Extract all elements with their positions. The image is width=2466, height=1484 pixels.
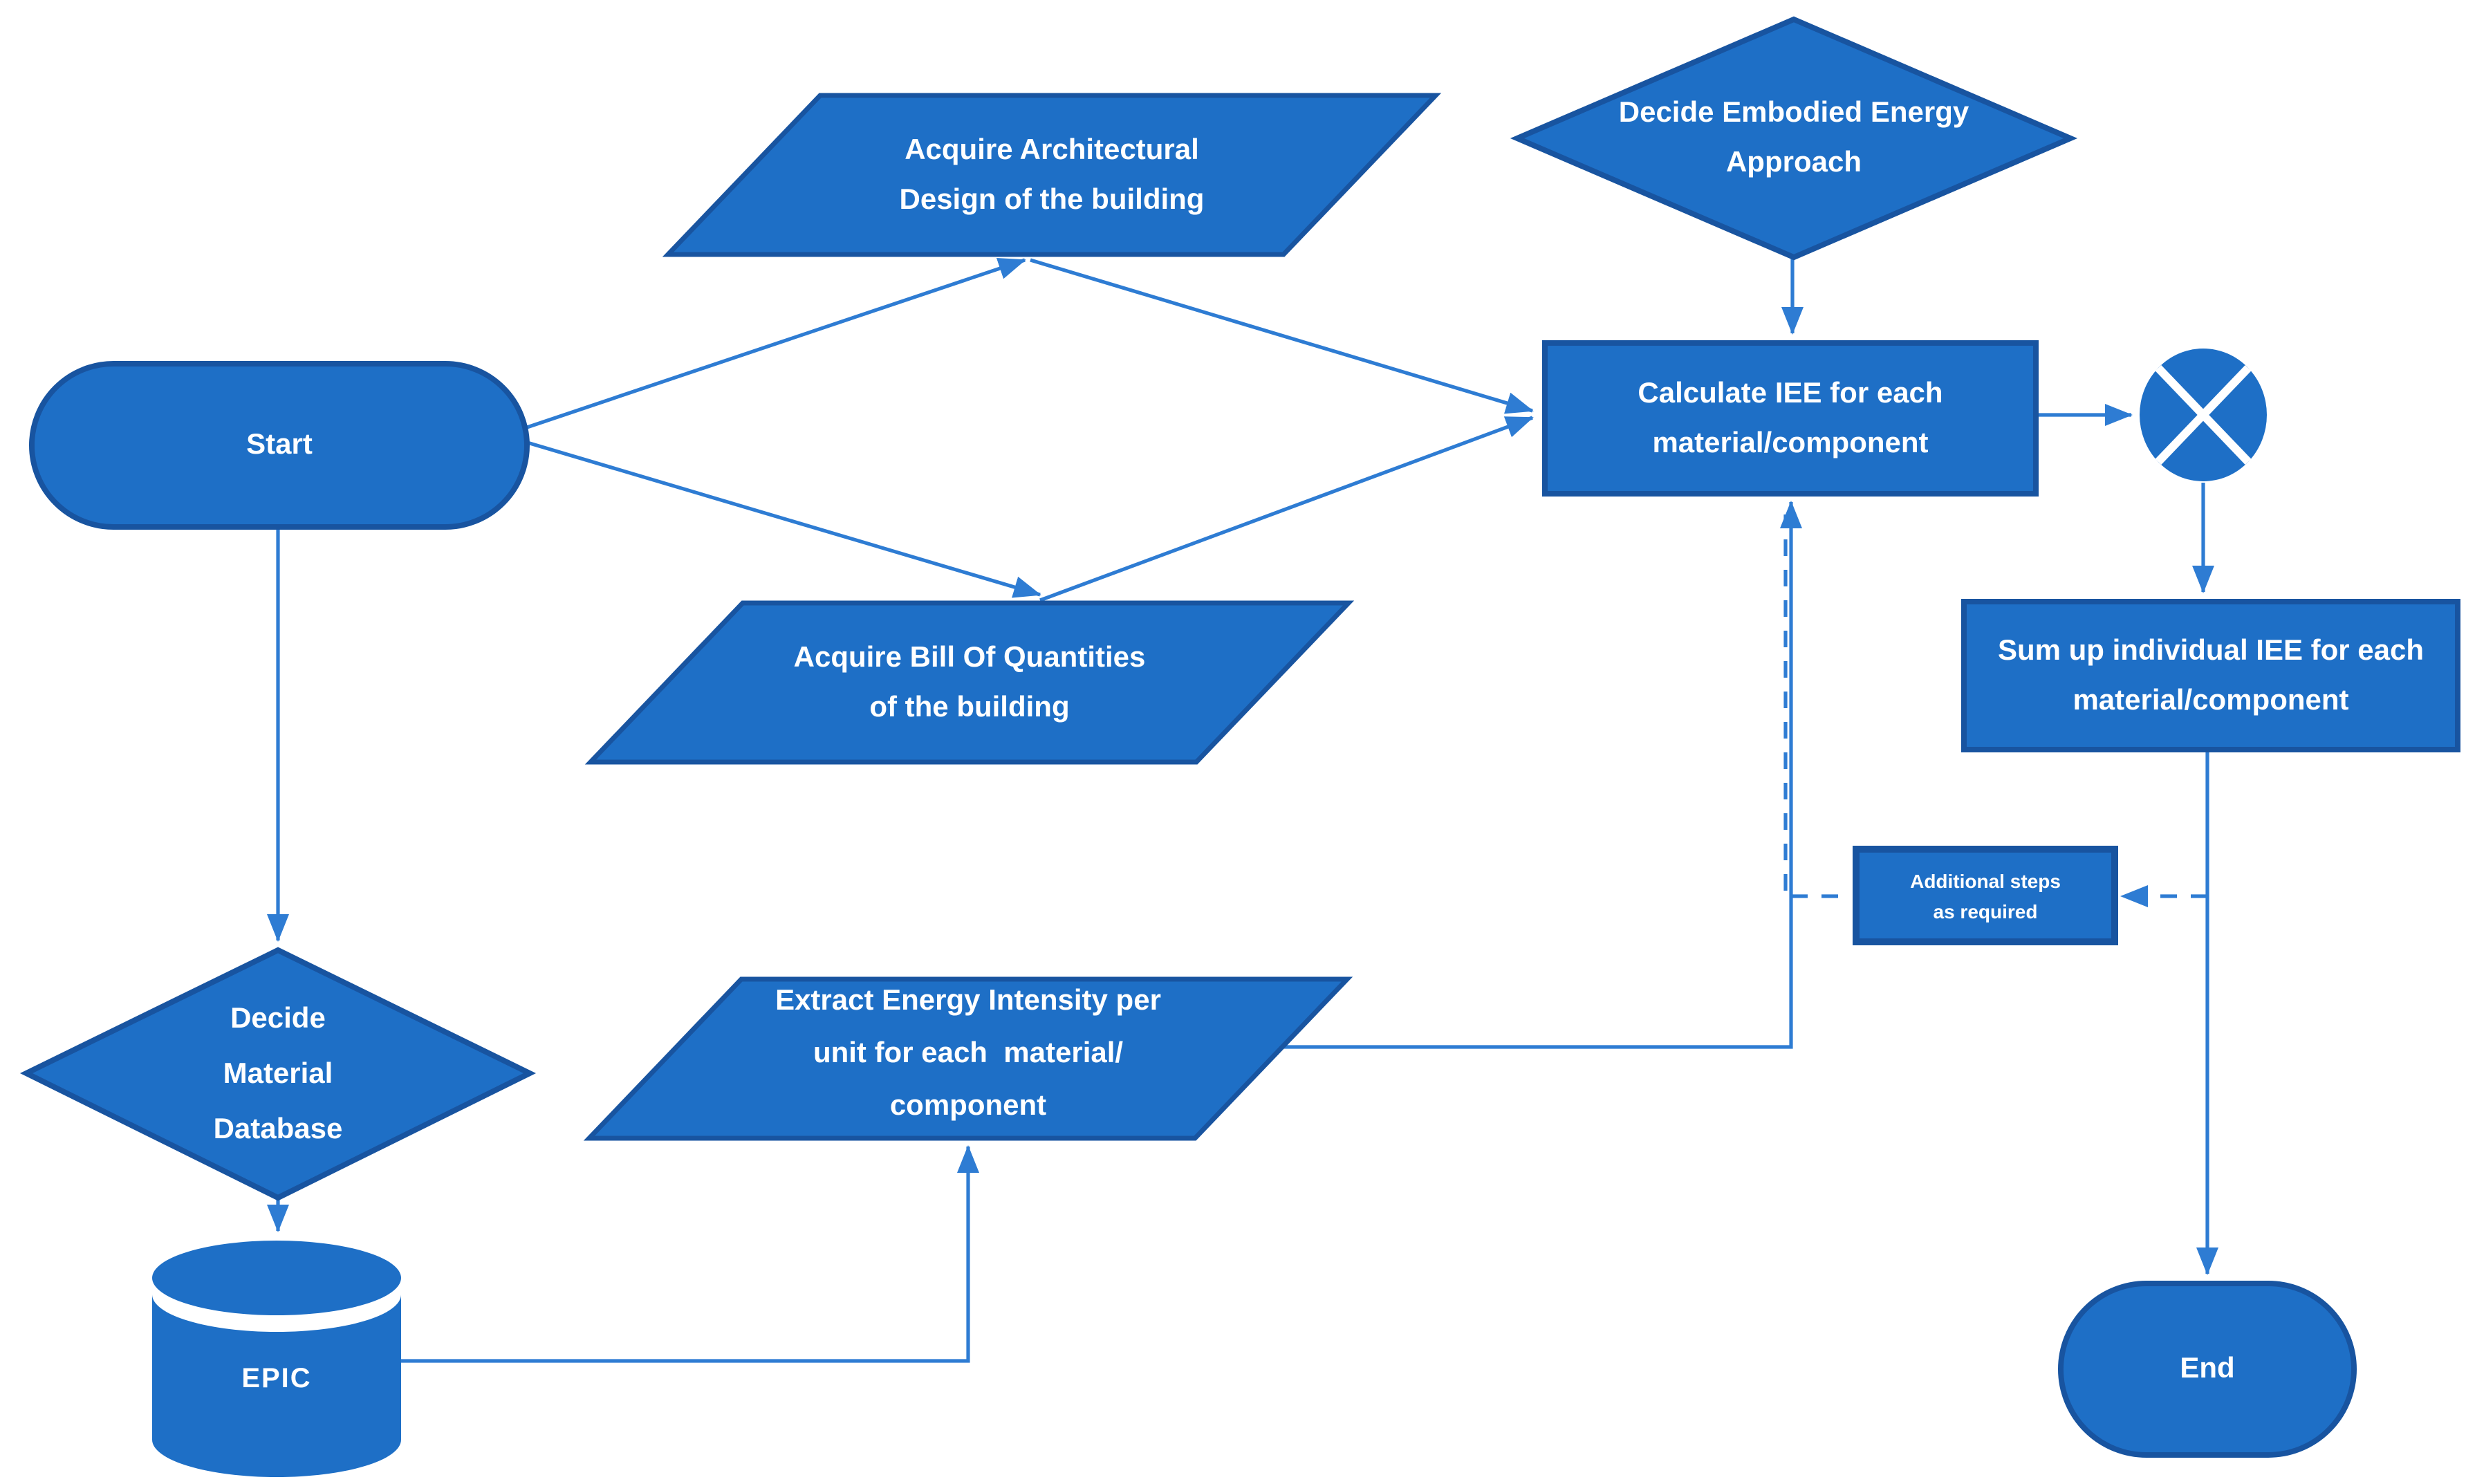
decide-approach-diamond [1510,16,2078,261]
start-terminator [29,361,530,530]
epic-cylinder-lid [152,1241,401,1315]
extract-intensity-parallelogram [583,976,1353,1141]
additional-steps-box [1853,846,2118,945]
end-terminator [2058,1281,2357,1458]
calculate-iee-process [1542,340,2039,497]
epic-cylinder-body [152,1295,401,1477]
acquire-design-parallelogram [662,93,1442,257]
connector-group [267,257,2218,1363]
summing-junction-x-icon [2155,365,2252,465]
edge-extract-to-calculate [1279,501,1802,1049]
edge-start-to-design [522,257,1026,431]
edge-boq-to-calculate [1039,416,1534,602]
edge-design-to-calculate [1030,258,1534,414]
edge-epic-to-extract [401,1145,979,1363]
decide-database-diamond [19,947,537,1201]
edge-start-to-boq [522,439,1041,598]
sum-up-process [1961,599,2460,752]
dashed-connector-group [1783,514,2207,907]
epic-database-cylinder [152,1241,401,1477]
acquire-boq-parallelogram [584,600,1355,765]
